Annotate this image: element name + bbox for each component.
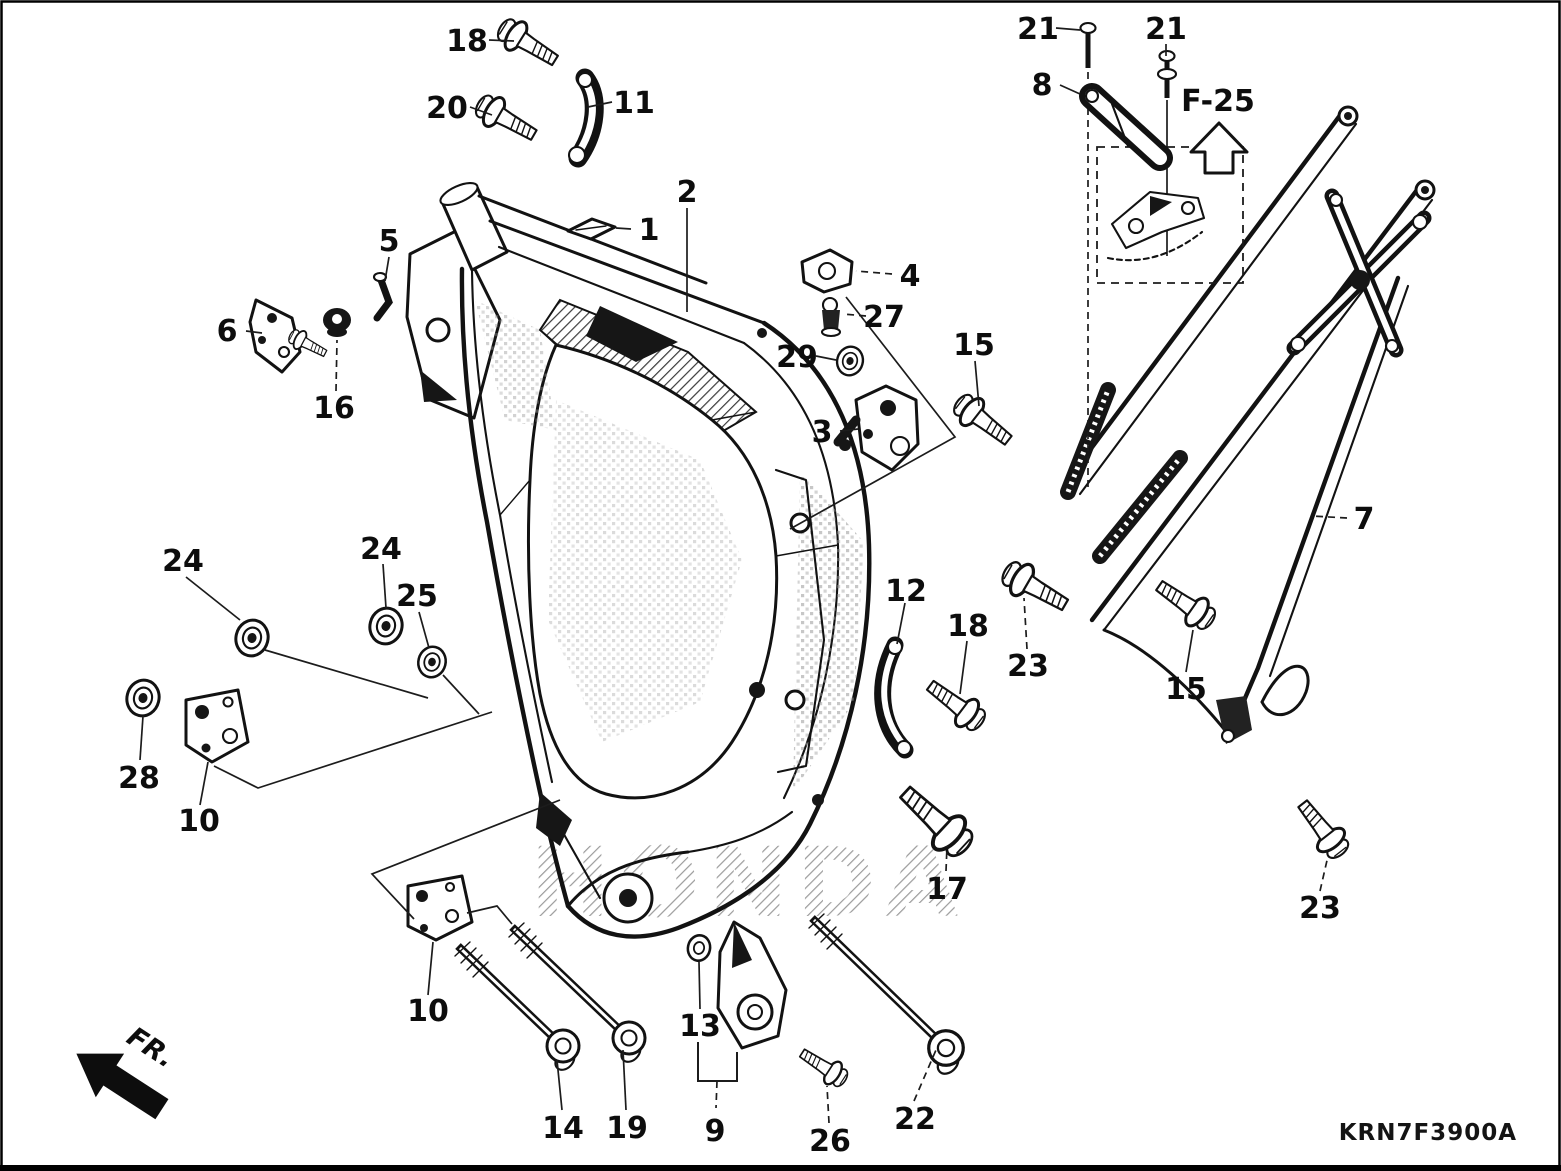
part-16-nut-icon bbox=[323, 308, 351, 337]
part-callout-29: 29 bbox=[776, 340, 818, 375]
fr-arrow-icon bbox=[76, 1053, 169, 1120]
part-23-bolt-icon bbox=[994, 553, 1076, 622]
part-10-bracket-icon bbox=[184, 688, 250, 764]
part-callout-12: 12 bbox=[885, 574, 927, 609]
diagram-code: KRN7F3900A bbox=[1339, 1120, 1517, 1146]
part-callout-24: 24 bbox=[360, 532, 402, 567]
part-callout-28: 28 bbox=[118, 761, 160, 796]
steering-damper-assembly bbox=[1079, 21, 1249, 490]
part-1-clip-icon bbox=[566, 217, 617, 241]
part-callout-13: 13 bbox=[679, 1009, 721, 1044]
f25-arrow-icon bbox=[1189, 121, 1249, 175]
part-29-washer-icon bbox=[832, 342, 868, 380]
part-callout-8: 8 bbox=[1032, 68, 1053, 103]
part-18-bolt-icon bbox=[490, 11, 565, 76]
part-14-long-bolt-icon bbox=[454, 941, 590, 1076]
part-callout-23: 23 bbox=[1299, 891, 1341, 926]
part-callout-20: 20 bbox=[426, 91, 468, 126]
part-callout-15: 15 bbox=[1165, 672, 1207, 707]
part-24-grommet-icon bbox=[230, 615, 274, 661]
part-callout-16: 16 bbox=[313, 391, 355, 426]
part-callout-10: 10 bbox=[178, 804, 220, 839]
honda-watermark: HONDA bbox=[530, 827, 966, 939]
part-26-bolt-icon bbox=[793, 1041, 854, 1093]
part-callout-6: 6 bbox=[217, 314, 238, 349]
part-19-long-bolt-icon bbox=[508, 922, 656, 1068]
part-18-bolt-icon bbox=[919, 671, 993, 739]
part-21-bolt-icon bbox=[1079, 21, 1097, 68]
part-callout-14: 14 bbox=[542, 1111, 584, 1146]
front-direction-marker: FR. bbox=[76, 1021, 180, 1120]
part-callout-10: 10 bbox=[407, 994, 449, 1029]
part-3-bracket-icon bbox=[833, 384, 920, 472]
part-callout-15: 15 bbox=[953, 328, 995, 363]
part-callout-21: 21 bbox=[1017, 12, 1059, 47]
part-6-bracket-icon bbox=[248, 298, 331, 374]
part-15-bolt-icon bbox=[1148, 571, 1223, 637]
part-callout-23: 23 bbox=[1007, 649, 1049, 684]
part-callout-9: 9 bbox=[705, 1114, 726, 1149]
part-11-bracket-icon bbox=[567, 68, 604, 168]
part-28-grommet-icon bbox=[121, 675, 165, 721]
main-frame-drawing bbox=[405, 182, 872, 939]
part-callout-17: 17 bbox=[926, 872, 968, 907]
part-callout-4: 4 bbox=[900, 259, 921, 294]
hardware-parts bbox=[121, 11, 1357, 1093]
part-callout-1: 1 bbox=[639, 213, 660, 248]
part-callout-22: 22 bbox=[894, 1102, 936, 1137]
part-12-bracket-icon bbox=[874, 636, 914, 759]
ref-label-f25: F-25 bbox=[1181, 84, 1255, 119]
part-22-long-bolt-icon bbox=[808, 913, 975, 1080]
part-27-fitting-icon bbox=[820, 296, 842, 338]
part-5-pin-icon bbox=[372, 271, 393, 322]
part-8-damper-icon bbox=[1079, 83, 1173, 171]
part-10-bracket-icon bbox=[406, 874, 474, 942]
part-callout-11: 11 bbox=[613, 86, 655, 121]
part-callout-24: 24 bbox=[162, 544, 204, 579]
part-15-bolt-icon bbox=[946, 386, 1020, 455]
subframe-drawing bbox=[1060, 105, 1436, 744]
part-callout-19: 19 bbox=[606, 1111, 648, 1146]
part-23-bolt-icon bbox=[1288, 792, 1357, 866]
part-callout-18: 18 bbox=[947, 609, 989, 644]
reference-dashed-box bbox=[1096, 146, 1244, 284]
part-4-clamp-icon bbox=[800, 248, 854, 294]
part-20-bolt-icon bbox=[468, 87, 544, 151]
part-callout-5: 5 bbox=[379, 224, 400, 259]
part-callout-21: 21 bbox=[1145, 12, 1187, 47]
part-callout-18: 18 bbox=[446, 24, 488, 59]
part-callout-7: 7 bbox=[1354, 502, 1375, 537]
part-callout-3: 3 bbox=[812, 415, 833, 450]
leader-lines bbox=[139, 27, 1348, 1124]
part-callout-25: 25 bbox=[396, 579, 438, 614]
part-21-bolt-icon bbox=[1156, 49, 1178, 98]
part-callout-2: 2 bbox=[677, 175, 698, 210]
fr-label: FR. bbox=[121, 1021, 180, 1074]
part-13-hanger-icon bbox=[716, 920, 788, 1050]
part-callout-27: 27 bbox=[863, 300, 905, 335]
part-callout-26: 26 bbox=[809, 1124, 851, 1159]
